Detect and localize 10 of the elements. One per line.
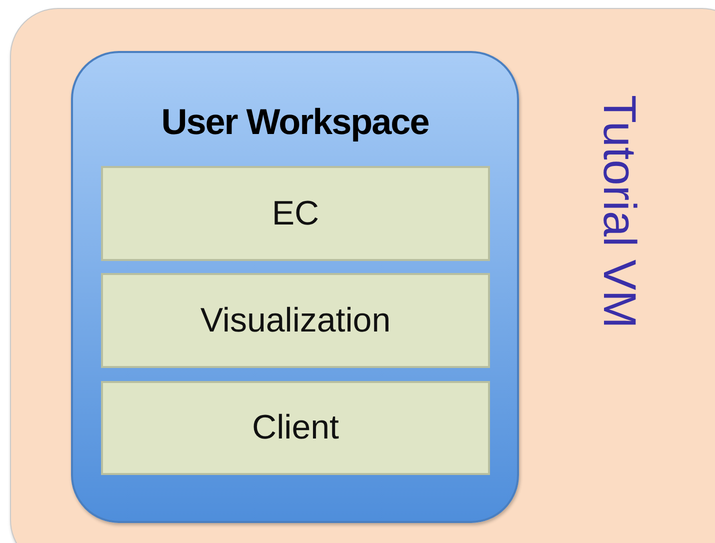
component-box	[101, 273, 490, 368]
vm-container	[10, 8, 715, 543]
component-label: EC	[270, 194, 320, 233]
workspace-title: User Workspace	[160, 101, 430, 143]
vm-label: Tutorial VM	[593, 95, 647, 328]
component-label: Visualization	[199, 301, 392, 340]
workspace-panel	[71, 51, 519, 523]
component-box	[101, 381, 490, 475]
component-label: Client	[251, 408, 340, 448]
component-box	[101, 166, 490, 261]
